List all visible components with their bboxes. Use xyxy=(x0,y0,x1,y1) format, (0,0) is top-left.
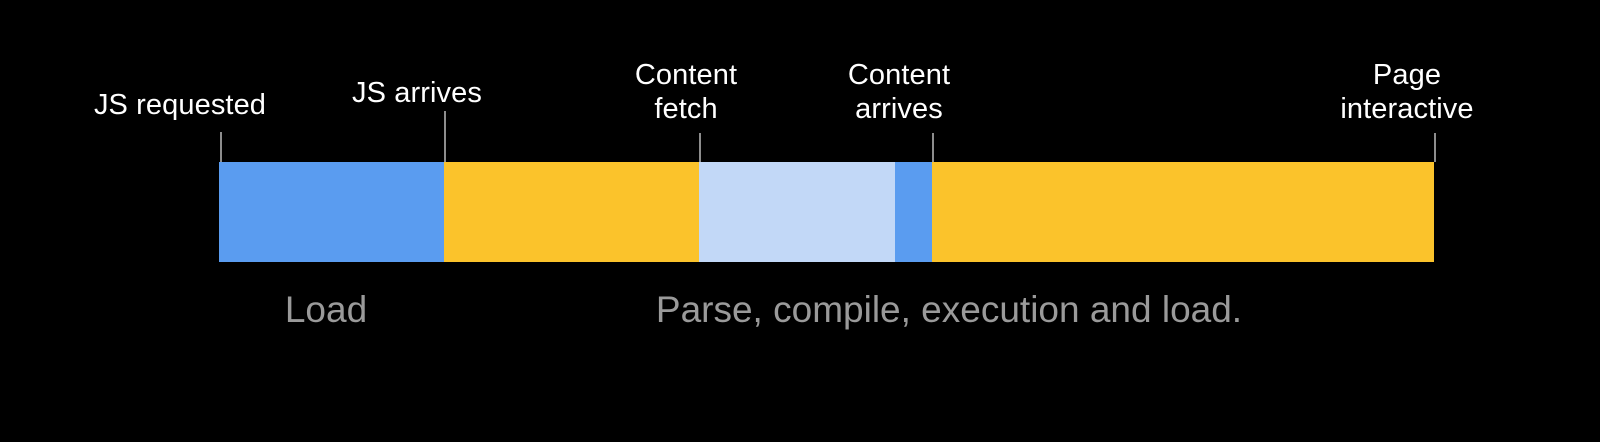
timeline-bar xyxy=(219,162,1434,262)
bar-segment-parse-final xyxy=(932,162,1434,262)
milestone-label-page-interactive: Page interactive xyxy=(1340,59,1474,125)
phase-caption-parse: Parse, compile, execution and load. xyxy=(655,289,1243,330)
bar-segment-parse-initial xyxy=(444,162,699,262)
tick-line-content-arrives xyxy=(932,133,934,162)
milestone-label-js-requested: JS requested xyxy=(93,89,267,121)
tick-line-js-arrives xyxy=(444,111,446,162)
phase-caption-load: Load xyxy=(284,289,368,330)
tick-line-page-interactive xyxy=(1434,133,1436,162)
bar-segment-content-wait xyxy=(699,162,895,262)
tick-line-js-requested xyxy=(220,132,222,162)
tick-line-content-fetch xyxy=(699,133,701,162)
milestone-label-content-fetch: Content fetch xyxy=(634,59,738,125)
bar-segment-content-load xyxy=(895,162,932,262)
milestone-label-content-arrives: Content arrives xyxy=(847,59,951,125)
milestone-label-js-arrives: JS arrives xyxy=(352,77,482,109)
bar-segment-load-request xyxy=(219,162,444,262)
